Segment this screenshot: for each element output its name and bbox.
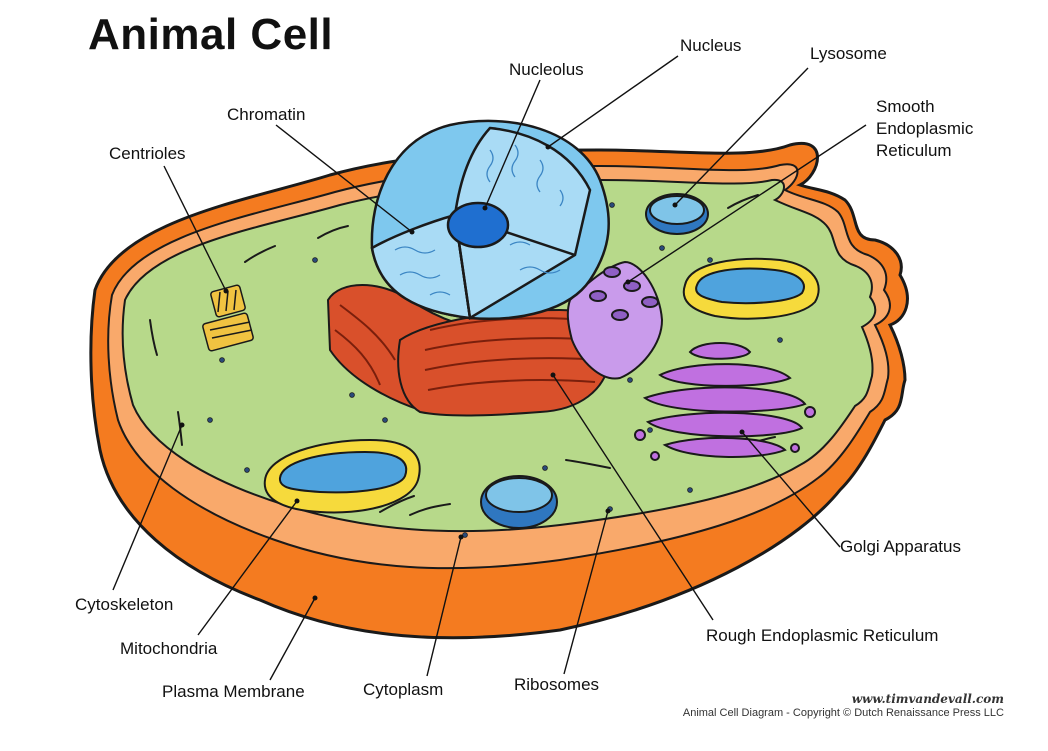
label-nucleus: Nucleus [680,36,742,55]
label-chromatin: Chromatin [227,105,306,124]
label-nucleolus: Nucleolus [509,60,584,79]
chromatin-squiggles [394,144,564,296]
label-rough-er: Rough Endoplasmic Reticulum [706,626,939,645]
label-smooth-er-line1: Smooth [876,97,935,116]
credit-copyright: Animal Cell Diagram - Copyright © Dutch … [682,707,1004,719]
label-smooth-er-line3: Reticulum [876,141,952,160]
label-ribosomes: Ribosomes [514,675,600,694]
smooth-er-shape [566,260,664,380]
label-smooth-er: Smooth Endoplasmic Reticulum [876,96,973,162]
leader-lines [112,55,867,681]
mitochondrion-left [263,438,421,514]
credit-block: www.timvandevall.com Animal Cell Diagram… [683,692,1004,719]
label-smooth-er-line2: Endoplasmic [876,119,974,138]
label-centrioles: Centrioles [109,144,186,163]
vesicle-shape [480,475,558,529]
golgi-shape [634,342,816,461]
diagram-title: Animal Cell [88,10,334,59]
rough-er-shape [326,284,612,417]
nucleus-shape [370,119,610,321]
label-cytoplasm: Cytoplasm [363,680,444,699]
centrioles-shape [202,284,254,352]
label-lysosome: Lysosome [810,44,887,63]
mitochondrion-right [682,257,820,320]
label-plasma-membrane: Plasma Membrane [162,682,305,701]
credit-url: www.timvandevall.com [851,692,1004,706]
ribosome-dots [207,202,783,538]
label-golgi: Golgi Apparatus [840,537,961,556]
label-mitochondria: Mitochondria [120,639,218,658]
leader-dots [179,144,745,601]
lysosome-shape [645,193,709,235]
label-cytoskeleton: Cytoskeleton [75,595,174,614]
